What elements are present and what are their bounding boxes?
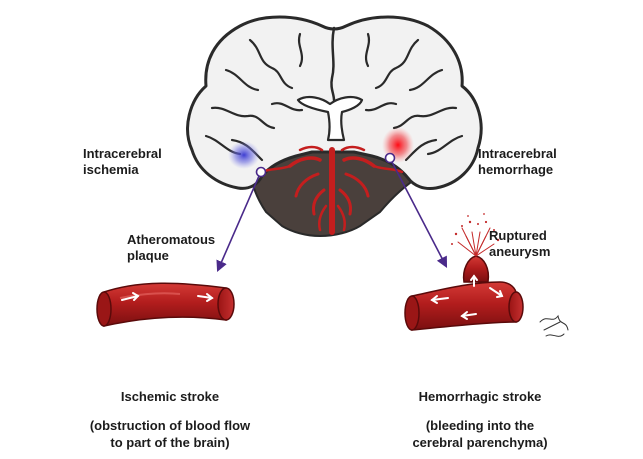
cerebral-arteries [260,145,404,235]
hemorrhage-pointer-line [391,161,448,268]
hemorrhage-label: Intracerebral hemorrhage [478,146,557,177]
brain-coronal-section [186,15,483,238]
flow-arrow-icon [121,292,214,302]
ischemia-pointer-circle [255,166,267,178]
plaque-label: Atheromatous plaque [127,232,216,263]
hemorrhage-pointer-circle [384,152,396,164]
ruptured-artery [404,213,524,331]
aneurysm-label: Ruptured aneurysm [489,228,551,259]
ischemic-stroke-title: Ischemic stroke [120,389,220,404]
ischemia-spot [228,141,260,169]
occluded-artery [96,282,235,327]
blood-spray [457,227,495,257]
longitudinal-fissure [330,26,336,102]
flow-arrow-icon [430,274,504,320]
artist-signature [539,314,569,337]
ischemic-stroke-caption: Ischemic stroke (obstruction of blood fl… [70,388,270,451]
ischemia-pointer-line [216,175,260,273]
hemorrhagic-stroke-caption: Hemorrhagic stroke (bleeding into the ce… [380,388,580,451]
hemorrhagic-stroke-title: Hemorrhagic stroke [418,389,542,404]
lateral-ventricles [296,95,364,142]
ischemia-label: Intracerebral ischemia [83,146,162,177]
